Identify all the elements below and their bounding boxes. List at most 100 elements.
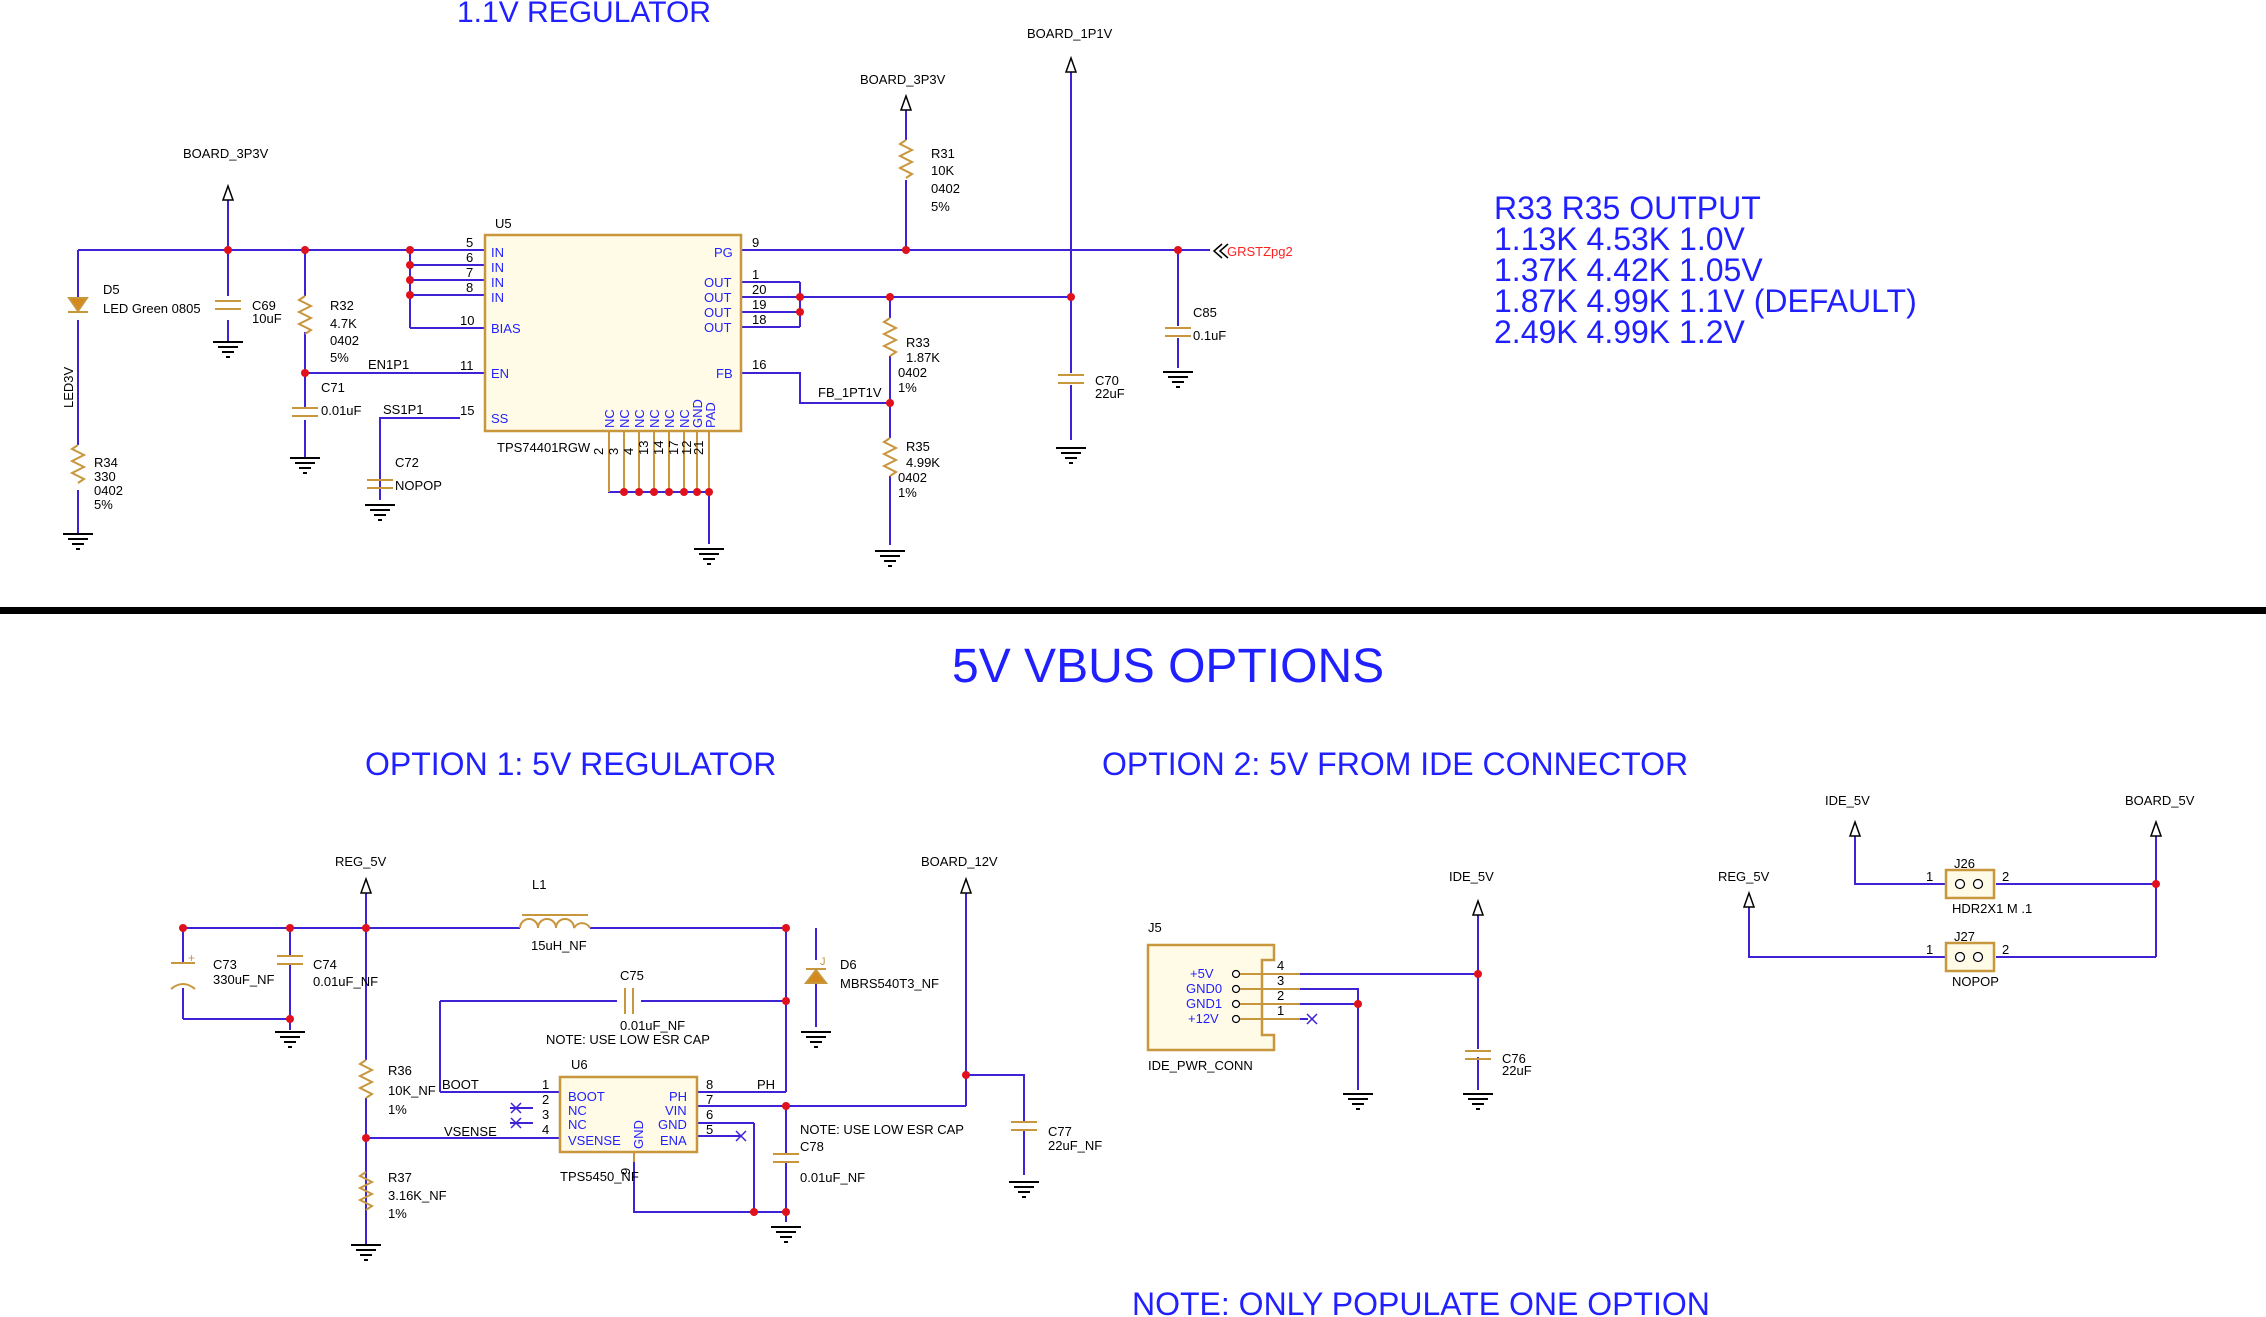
c74-value: 0.01uF_NF xyxy=(313,974,378,989)
u6-pin-name: NC xyxy=(568,1117,587,1132)
u6-pin-num: 5 xyxy=(706,1122,713,1137)
pin-socket-icon xyxy=(1954,878,1966,890)
c76-value: 22uF xyxy=(1502,1063,1532,1078)
c73-capacitor[interactable]: + C73 330uF_NF xyxy=(170,951,274,990)
offpage-grstzpg2[interactable]: GRSTZpg2 xyxy=(1212,243,1293,259)
power-arrow-icon xyxy=(960,878,972,894)
c78-capacitor[interactable]: C78 0.01uF_NF xyxy=(772,1139,865,1185)
u5-pin-num: 12 xyxy=(679,441,694,455)
title-option-2: OPTION 2: 5V FROM IDE CONNECTOR xyxy=(1102,746,1688,782)
d6-diode[interactable]: J D6 MBRS540T3_NF xyxy=(803,956,939,991)
r32-resistor[interactable]: R32 4.7K 0402 5% xyxy=(298,295,359,365)
u5-pin-name: PAD xyxy=(703,402,718,428)
c74-capacitor[interactable]: C74 0.01uF_NF xyxy=(276,955,378,989)
u6-pin-name: GND xyxy=(658,1117,687,1132)
junctions-1p1v xyxy=(224,246,1182,496)
u6-chip[interactable]: U6 TPS5450_NF 1 BOOT 2 NC 3 NC 4 VSENSE … xyxy=(542,1057,713,1184)
u5-pin-num: 16 xyxy=(752,357,766,372)
u5-pin-name: NC xyxy=(602,409,617,428)
j27-jumper[interactable]: J27 NOPOP 1 2 xyxy=(1926,929,2009,989)
ground-symbol xyxy=(289,457,321,474)
power-arrow-icon xyxy=(1849,821,1861,837)
note-populate-one: NOTE: ONLY POPULATE ONE OPTION xyxy=(1132,1286,1710,1317)
r31-ref: R31 xyxy=(931,146,955,161)
r36-resistor[interactable]: R36 10K_NF 1% xyxy=(359,1059,436,1117)
c77-capacitor[interactable]: C77 22uF_NF xyxy=(1010,1121,1102,1153)
note-low-esr-1: NOTE: USE LOW ESR CAP xyxy=(546,1032,710,1047)
u5-pin-num: 6 xyxy=(466,250,473,265)
j27-ref: J27 xyxy=(1954,929,1975,944)
u5-pin-name: IN xyxy=(491,245,504,260)
c72-ref: C72 xyxy=(395,455,419,470)
u5-pin-num: 10 xyxy=(460,313,474,328)
pin-socket-icon xyxy=(1231,969,1241,979)
u5-chip[interactable]: U5 TPS74401RGW 5 IN 6 IN 7 IN 8 IN 10 BI… xyxy=(460,216,766,492)
r36-tol: 1% xyxy=(388,1102,407,1117)
u6-pin-num: 4 xyxy=(542,1122,549,1137)
ground-symbol xyxy=(1162,371,1194,388)
j5-pin-name: GND1 xyxy=(1186,996,1222,1011)
c71-capacitor[interactable]: C71 0.01uF xyxy=(291,380,362,418)
u5-pin-name: GND xyxy=(690,399,705,428)
u5-pin-name: NC xyxy=(617,409,632,428)
c70-capacitor[interactable]: C70 22uF xyxy=(1057,373,1125,401)
c72-capacitor[interactable]: C72 NOPOP xyxy=(366,455,442,493)
r31-resistor[interactable]: R31 10K 0402 5% xyxy=(899,139,960,214)
j26-pin2: 2 xyxy=(2002,869,2009,884)
u6-pin-name: ENA xyxy=(660,1133,687,1148)
r34-resistor[interactable]: R34 330 0402 5% xyxy=(71,444,123,512)
r32-ref: R32 xyxy=(330,298,354,313)
c76-capacitor[interactable]: C76 22uF xyxy=(1464,1050,1532,1078)
net-label-ph: PH xyxy=(757,1077,775,1092)
j26-jumper[interactable]: J26 HDR2X1 M .1 1 2 xyxy=(1926,856,2032,916)
c85-capacitor[interactable]: C85 0.1uF xyxy=(1164,305,1226,343)
net-label-ss1p1: SS1P1 xyxy=(383,402,423,417)
d6-ref: D6 xyxy=(840,957,857,972)
c69-ref: C69 xyxy=(252,298,276,313)
r34-value: 330 xyxy=(94,469,116,484)
j5-pin-name: +5V xyxy=(1190,966,1214,981)
u5-pin-name: OUT xyxy=(704,320,732,335)
j5-connector[interactable]: J5 IDE_PWR_CONN +5V GND0 GND1 +12V 4 3 2… xyxy=(1146,920,1300,1073)
table-row: 1.13K 4.53K 1.0V xyxy=(1494,221,1746,257)
u5-ref: U5 xyxy=(495,216,512,231)
u5-part: TPS74401RGW xyxy=(497,440,591,455)
power-arrow-icon xyxy=(900,95,912,111)
note-low-esr-2: NOTE: USE LOW ESR CAP xyxy=(800,1122,964,1137)
j5-pin-name: GND0 xyxy=(1186,981,1222,996)
c78-ref: C78 xyxy=(800,1139,824,1154)
net-label-grstzpg2: GRSTZpg2 xyxy=(1227,244,1293,259)
power-arrow-icon xyxy=(1472,900,1484,916)
c75-capacitor[interactable]: C75 0.01uF_NF xyxy=(620,968,685,1033)
c73-value: 330uF_NF xyxy=(213,972,274,987)
r34-size: 0402 xyxy=(94,483,123,498)
j5-pin-num: 3 xyxy=(1277,973,1284,988)
d5-led[interactable]: D5 LED Green 0805 xyxy=(67,282,201,316)
u5-pin-name: NC xyxy=(662,409,677,428)
u5-pin-name: OUT xyxy=(704,305,732,320)
wires-option-2 xyxy=(1300,836,2157,1090)
r35-resistor[interactable]: R35 4.99K 0402 1% xyxy=(883,437,940,500)
table-row: 1.37K 4.42K 1.05V xyxy=(1494,252,1763,288)
l1-inductor[interactable]: L1 15uH_NF xyxy=(519,877,591,953)
r33-resistor[interactable]: R33 1.87K 0402 1% xyxy=(883,317,940,395)
c85-ref: C85 xyxy=(1193,305,1217,320)
title-1p1v-regulator: 1.1V REGULATOR xyxy=(457,0,711,29)
u5-pin-name: FB xyxy=(716,366,733,381)
u5-pin-name: IN xyxy=(491,290,504,305)
r35-value: 4.99K xyxy=(906,455,940,470)
c70-value: 22uF xyxy=(1095,386,1125,401)
wires-option-1 xyxy=(182,893,1025,1245)
u5-pin-num: 15 xyxy=(460,403,474,418)
u5-pin-name: OUT xyxy=(704,275,732,290)
d5-ref: D5 xyxy=(103,282,120,297)
rail-board-5v: BOARD_5V xyxy=(2125,793,2195,808)
j5-pin-num: 2 xyxy=(1277,988,1284,1003)
r37-resistor[interactable]: R37 3.16K_NF 1% xyxy=(359,1170,447,1221)
r36-ref: R36 xyxy=(388,1063,412,1078)
c69-capacitor[interactable]: C69 10uF xyxy=(214,298,282,326)
u5-pin-num: 11 xyxy=(460,358,474,373)
rail-board-3p3v: BOARD_3P3V xyxy=(860,72,946,87)
pin-socket-icon xyxy=(1972,951,1984,963)
